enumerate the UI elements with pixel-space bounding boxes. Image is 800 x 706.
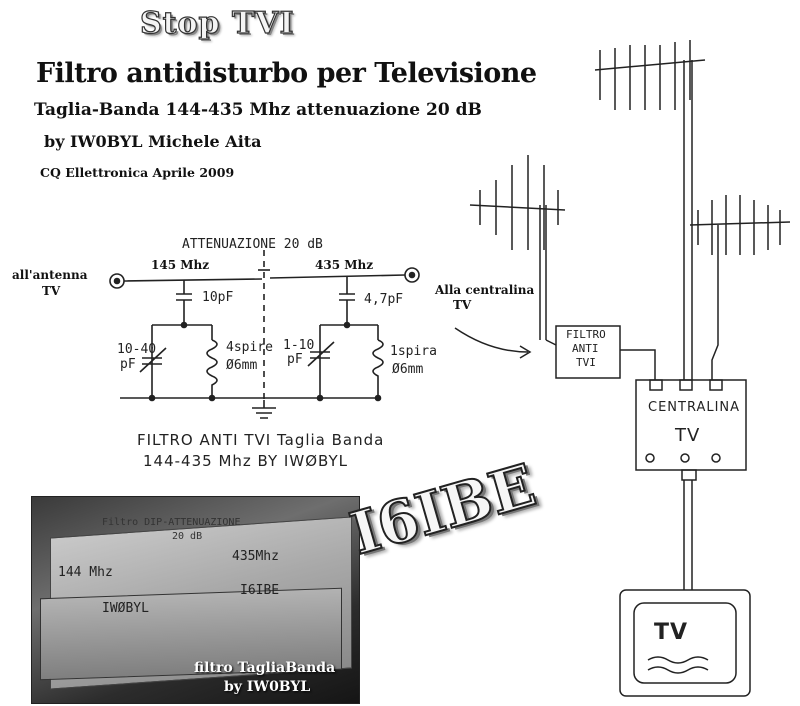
filter-box-label-1: FILTRO bbox=[566, 328, 606, 341]
subtitle: Taglia-Banda 144-435 Mhz attenuazione 20… bbox=[34, 100, 482, 120]
coil-left-diameter: Ø6mm bbox=[226, 358, 258, 373]
cap-left-value: 10pF bbox=[202, 290, 234, 305]
schematic-caption-2: 144-435 Mhz BY IWØBYL bbox=[143, 452, 348, 470]
trimmer-right-unit: pF bbox=[287, 352, 303, 367]
amplifier-label: CENTRALINA bbox=[648, 400, 741, 415]
photo-callsign: IWØBYL bbox=[102, 601, 149, 616]
filter-box-label-3: TVI bbox=[576, 356, 596, 369]
trimmer-right-value: 1-10 bbox=[283, 338, 315, 353]
cap-right-value: 4,7pF bbox=[364, 292, 404, 307]
magazine-line: CQ Ellettronica Aprile 2009 bbox=[40, 165, 235, 180]
trimmer-left-unit: pF bbox=[120, 357, 136, 372]
stop-tvi-logo: Stop TVI bbox=[139, 5, 295, 41]
amplifier-tv-label: TV bbox=[675, 425, 701, 446]
installation-drawing bbox=[454, 40, 791, 697]
antenna-label-tv: TV bbox=[42, 284, 61, 298]
left-frequency: 145 Mhz bbox=[151, 258, 210, 272]
filter-photo: Filtro DIP-ATTENUAZIONE 20 dB 144 Mhz 43… bbox=[31, 496, 360, 704]
photo-callsign-2: I6IBE bbox=[240, 583, 280, 598]
centralina-label-tv: TV bbox=[453, 298, 472, 312]
photo-left-freq: 144 Mhz bbox=[58, 565, 113, 580]
photo-caption-2: by IW0BYL bbox=[224, 679, 311, 695]
antenna-label: all'antenna bbox=[12, 268, 88, 282]
right-frequency: 435 Mhz bbox=[315, 258, 374, 272]
photo-caption-1: filtro TagliaBanda bbox=[194, 660, 336, 676]
coil-right-turns: 1spira bbox=[390, 344, 437, 359]
author-line: by IW0BYL Michele Aita bbox=[44, 132, 262, 151]
photo-engraving-1: Filtro DIP-ATTENUAZIONE bbox=[102, 517, 241, 528]
centralina-label: Alla centralina bbox=[435, 283, 535, 297]
coil-left-turns: 4spire bbox=[226, 340, 273, 355]
photo-right-freq: 435Mhz bbox=[232, 549, 279, 564]
filter-box-label-2: ANTI bbox=[572, 342, 599, 355]
page-title: Filtro antidisturbo per Televisione bbox=[36, 58, 537, 89]
tv-screen-label: TV bbox=[654, 620, 689, 645]
schematic-caption: FILTRO ANTI TVI Taglia Banda bbox=[137, 431, 385, 449]
photo-engraving-2: 20 dB bbox=[172, 531, 203, 542]
trimmer-left-value: 10-40 bbox=[117, 342, 157, 357]
attenuation-label: ATTENUAZIONE 20 dB bbox=[182, 237, 323, 252]
coil-right-diameter: Ø6mm bbox=[392, 362, 424, 377]
